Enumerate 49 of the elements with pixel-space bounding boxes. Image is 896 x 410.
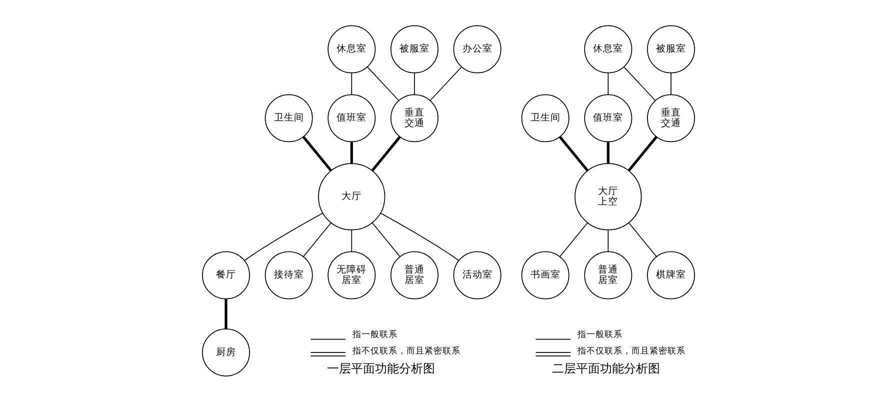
node-circle: 办公室 bbox=[452, 25, 501, 74]
connector bbox=[606, 142, 609, 164]
connector bbox=[244, 212, 323, 261]
connector bbox=[628, 222, 656, 257]
connector bbox=[607, 72, 608, 96]
connector bbox=[302, 136, 332, 172]
node-circle: 被服室 bbox=[390, 25, 438, 74]
connector bbox=[558, 136, 588, 172]
node-circle: 卫生间 bbox=[520, 94, 569, 142]
connector bbox=[302, 222, 332, 257]
connector bbox=[607, 229, 608, 252]
node-circle: 棋牌室 bbox=[646, 251, 694, 300]
connector bbox=[623, 66, 656, 101]
node-circle: 普通居室 bbox=[390, 251, 438, 300]
node-circle: 休息室 bbox=[584, 25, 632, 74]
connector bbox=[350, 72, 352, 96]
connector bbox=[370, 136, 400, 172]
node-circle: 休息室 bbox=[327, 25, 376, 74]
node-circle: 值班室 bbox=[584, 94, 632, 142]
legend-label: 指一般联系 bbox=[352, 330, 398, 340]
connector bbox=[627, 136, 657, 172]
connector bbox=[559, 222, 588, 257]
legend-label: 指不仅联系，而且紧密联系 bbox=[352, 346, 460, 356]
label: 一层平面功能分析图 bbox=[326, 362, 434, 376]
node-circle: 无障碍居室 bbox=[327, 251, 376, 300]
connector bbox=[380, 212, 459, 261]
node-circle: 垂直交通 bbox=[646, 94, 694, 142]
connector bbox=[350, 142, 352, 164]
label: 二层平面功能分析图 bbox=[551, 362, 660, 376]
connector bbox=[429, 66, 462, 101]
legend-label: 指不仅联系，而且紧密联系 bbox=[577, 346, 686, 356]
connector bbox=[366, 66, 399, 101]
node-circle: 大厅 bbox=[318, 163, 385, 230]
connector bbox=[371, 222, 400, 257]
node-circle: 大厅上空 bbox=[574, 163, 642, 230]
node-circle: 值班室 bbox=[327, 94, 376, 142]
node-circle: 活动室 bbox=[452, 251, 501, 300]
node-circle: 餐厅 bbox=[202, 251, 250, 300]
connector bbox=[350, 229, 352, 252]
node-circle: 接待室 bbox=[264, 251, 312, 300]
node-circle: 普通居室 bbox=[584, 251, 632, 300]
legend-label: 指一般联系 bbox=[577, 330, 622, 340]
connector bbox=[224, 299, 227, 329]
node-circle: 被服室 bbox=[646, 25, 694, 74]
node-circle: 书画室 bbox=[520, 251, 569, 300]
connector bbox=[670, 72, 671, 96]
node-circle: 垂直交通 bbox=[390, 94, 438, 142]
node-circle: 厨房 bbox=[202, 328, 250, 376]
node-circle: 卫生间 bbox=[264, 94, 312, 142]
